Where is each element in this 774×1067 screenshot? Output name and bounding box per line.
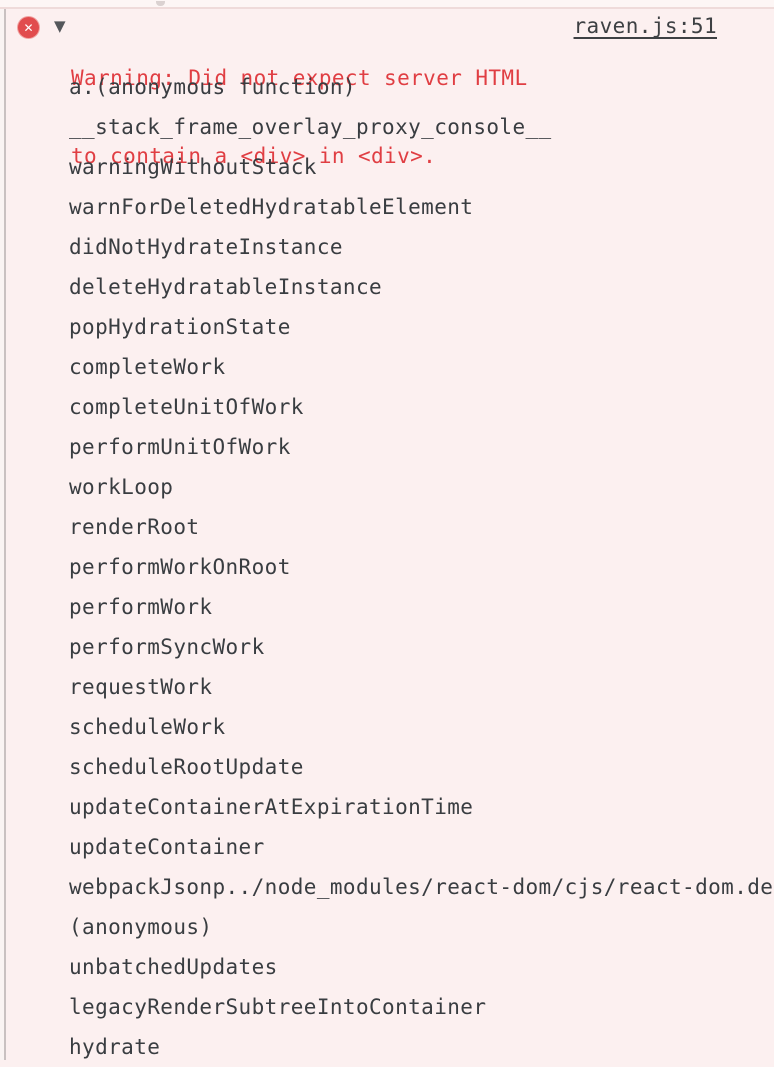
previous-row-clipped-glyph — [156, 1, 165, 6]
stack-frame-row: deleteHydratableInstance — [69, 275, 383, 299]
stack-frame-row: a.(anonymous function) — [69, 75, 356, 99]
stack-frame-row: workLoop — [69, 475, 174, 499]
stack-frame-row: popHydrationState — [69, 315, 291, 339]
stack-frame-row: requestWork — [69, 675, 213, 699]
console-left-divider — [4, 9, 6, 1060]
stack-trace-list: a.(anonymous function) __stack_frame_over… — [0, 67, 774, 1067]
error-message-line-2: to contain a <div> in <div>. — [71, 144, 437, 168]
error-circle-x-icon: ✕ — [18, 17, 39, 38]
stack-frame-row: performSyncWork — [69, 635, 265, 659]
stack-frame-row: performWorkOnRoot — [69, 555, 291, 579]
error-message: Warning: Did not expect server HTML to c… — [71, 13, 571, 221]
stack-frame-row: didNotHydrateInstance — [69, 235, 343, 259]
stack-frame-row: (anonymous) — [69, 915, 213, 939]
stack-frame-row: unbatchedUpdates — [69, 955, 278, 979]
stack-frame-row: completeWork — [69, 355, 226, 379]
stack-frame-row: warnForDeletedHydratableElement — [69, 195, 474, 219]
stack-frame-row: updateContainer — [69, 835, 265, 859]
stack-frame-row: updateContainerAtExpirationTime — [69, 795, 474, 819]
stack-frame-row: warningWithoutStack — [69, 155, 317, 179]
error-icon-glyph: ✕ — [23, 20, 34, 35]
stack-frame-row: completeUnitOfWork — [69, 395, 304, 419]
stack-frame-row: renderRoot — [69, 515, 200, 539]
console-left-gutter — [0, 9, 4, 1060]
stack-frame-row: legacyRenderSubtreeIntoContainer — [69, 995, 487, 1019]
stack-frame-row: performUnitOfWork — [69, 435, 291, 459]
stack-frame-row: scheduleWork — [69, 715, 226, 739]
previous-console-row-edge — [0, 0, 774, 9]
stack-frame-row: webpackJsonp../node_modules/react-dom/cj… — [69, 875, 774, 899]
stack-frame-row: hydrate — [69, 1035, 161, 1059]
stack-frame-row: scheduleRootUpdate — [69, 755, 304, 779]
error-message-line-1: Warning: Did not expect server HTML — [71, 66, 528, 90]
source-file-link[interactable]: raven.js:51 — [573, 14, 717, 38]
collapse-disclosure-triangle-icon[interactable]: ▼ — [54, 17, 66, 35]
stack-frame-row: __stack_frame_overlay_proxy_console__ — [69, 115, 552, 139]
stack-frame-row: performWork — [69, 595, 213, 619]
